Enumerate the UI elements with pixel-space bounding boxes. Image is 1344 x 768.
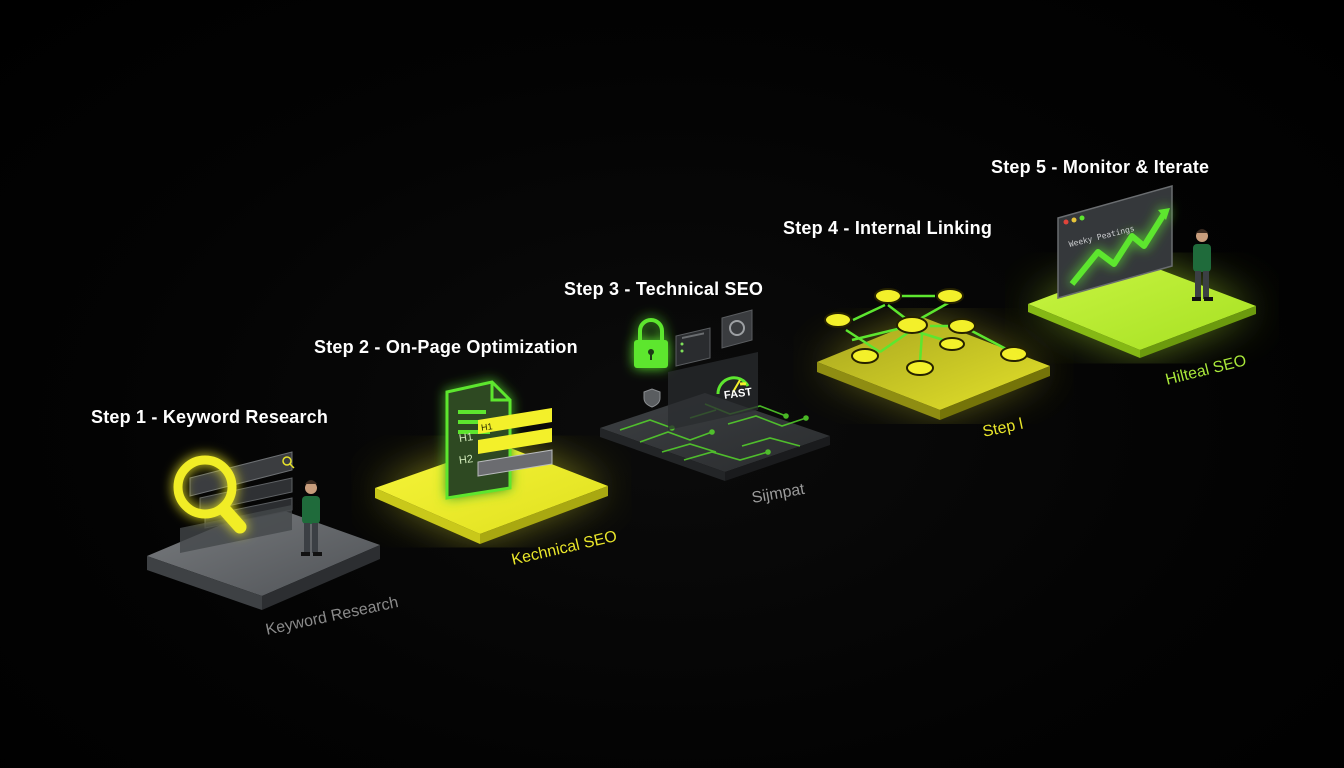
step5-slab-right <box>1140 306 1256 358</box>
window-dot-green <box>1079 215 1085 221</box>
step3-slab-left <box>600 428 725 481</box>
link-node <box>906 360 934 376</box>
small-search-icon <box>282 456 295 469</box>
window-dot-yellow <box>1071 217 1077 223</box>
step5-slab-left <box>1028 304 1140 358</box>
doc-tag-h1-a: H1 <box>458 431 474 445</box>
search-bar-panel <box>189 451 293 497</box>
link-node <box>851 348 879 364</box>
speedometer-panel <box>668 352 758 430</box>
step3-platform <box>600 309 830 481</box>
step2-title: Step 2 - On-Page Optimization <box>314 337 578 357</box>
lock-icon <box>634 318 668 368</box>
doc-tag-h1-b: H1 <box>480 421 494 433</box>
step1-slab-top <box>147 505 380 596</box>
step1-platform <box>147 451 380 610</box>
link-node <box>824 312 852 328</box>
step2-slab-right <box>480 486 608 544</box>
step3-slab-right <box>725 436 830 481</box>
step5-platform <box>1028 185 1256 358</box>
tag-bar-1 <box>478 408 552 434</box>
link-node <box>896 316 928 334</box>
step5-title: Step 5 - Monitor & Iterate <box>991 157 1210 177</box>
step2-slab-left <box>375 488 480 544</box>
link-node <box>1000 346 1028 362</box>
tag-bar-3 <box>477 449 553 477</box>
tag-bar-2 <box>478 428 552 454</box>
link-node <box>936 288 964 304</box>
step4-slab-left <box>817 362 940 420</box>
link-node <box>939 337 965 351</box>
doc-tag-h2: H2 <box>458 453 474 467</box>
step1-slab-right <box>262 545 380 610</box>
step4-title: Step 4 - Internal Linking <box>783 218 993 238</box>
step4-slab-top <box>817 318 1050 410</box>
step1-title: Step 1 - Keyword Research <box>91 407 329 427</box>
step3-title: Step 3 - Technical SEO <box>564 279 764 299</box>
person-figure <box>1192 229 1213 301</box>
server-panel-icon <box>675 327 711 367</box>
link-node <box>874 288 902 304</box>
shield-icon <box>643 388 661 408</box>
step4-platform <box>817 288 1050 420</box>
step1-slab-left <box>147 556 262 610</box>
window-dot-red <box>1063 219 1069 225</box>
step2-platform <box>375 380 608 544</box>
link-node <box>948 318 976 334</box>
magnifier-icon <box>173 455 247 534</box>
person-figure <box>301 480 322 556</box>
step3-slab-top <box>600 393 830 472</box>
link-graph <box>824 288 1028 376</box>
settings-panel-icon <box>721 309 753 349</box>
analytics-monitor <box>1057 185 1173 299</box>
step4-slab-right <box>940 366 1050 420</box>
